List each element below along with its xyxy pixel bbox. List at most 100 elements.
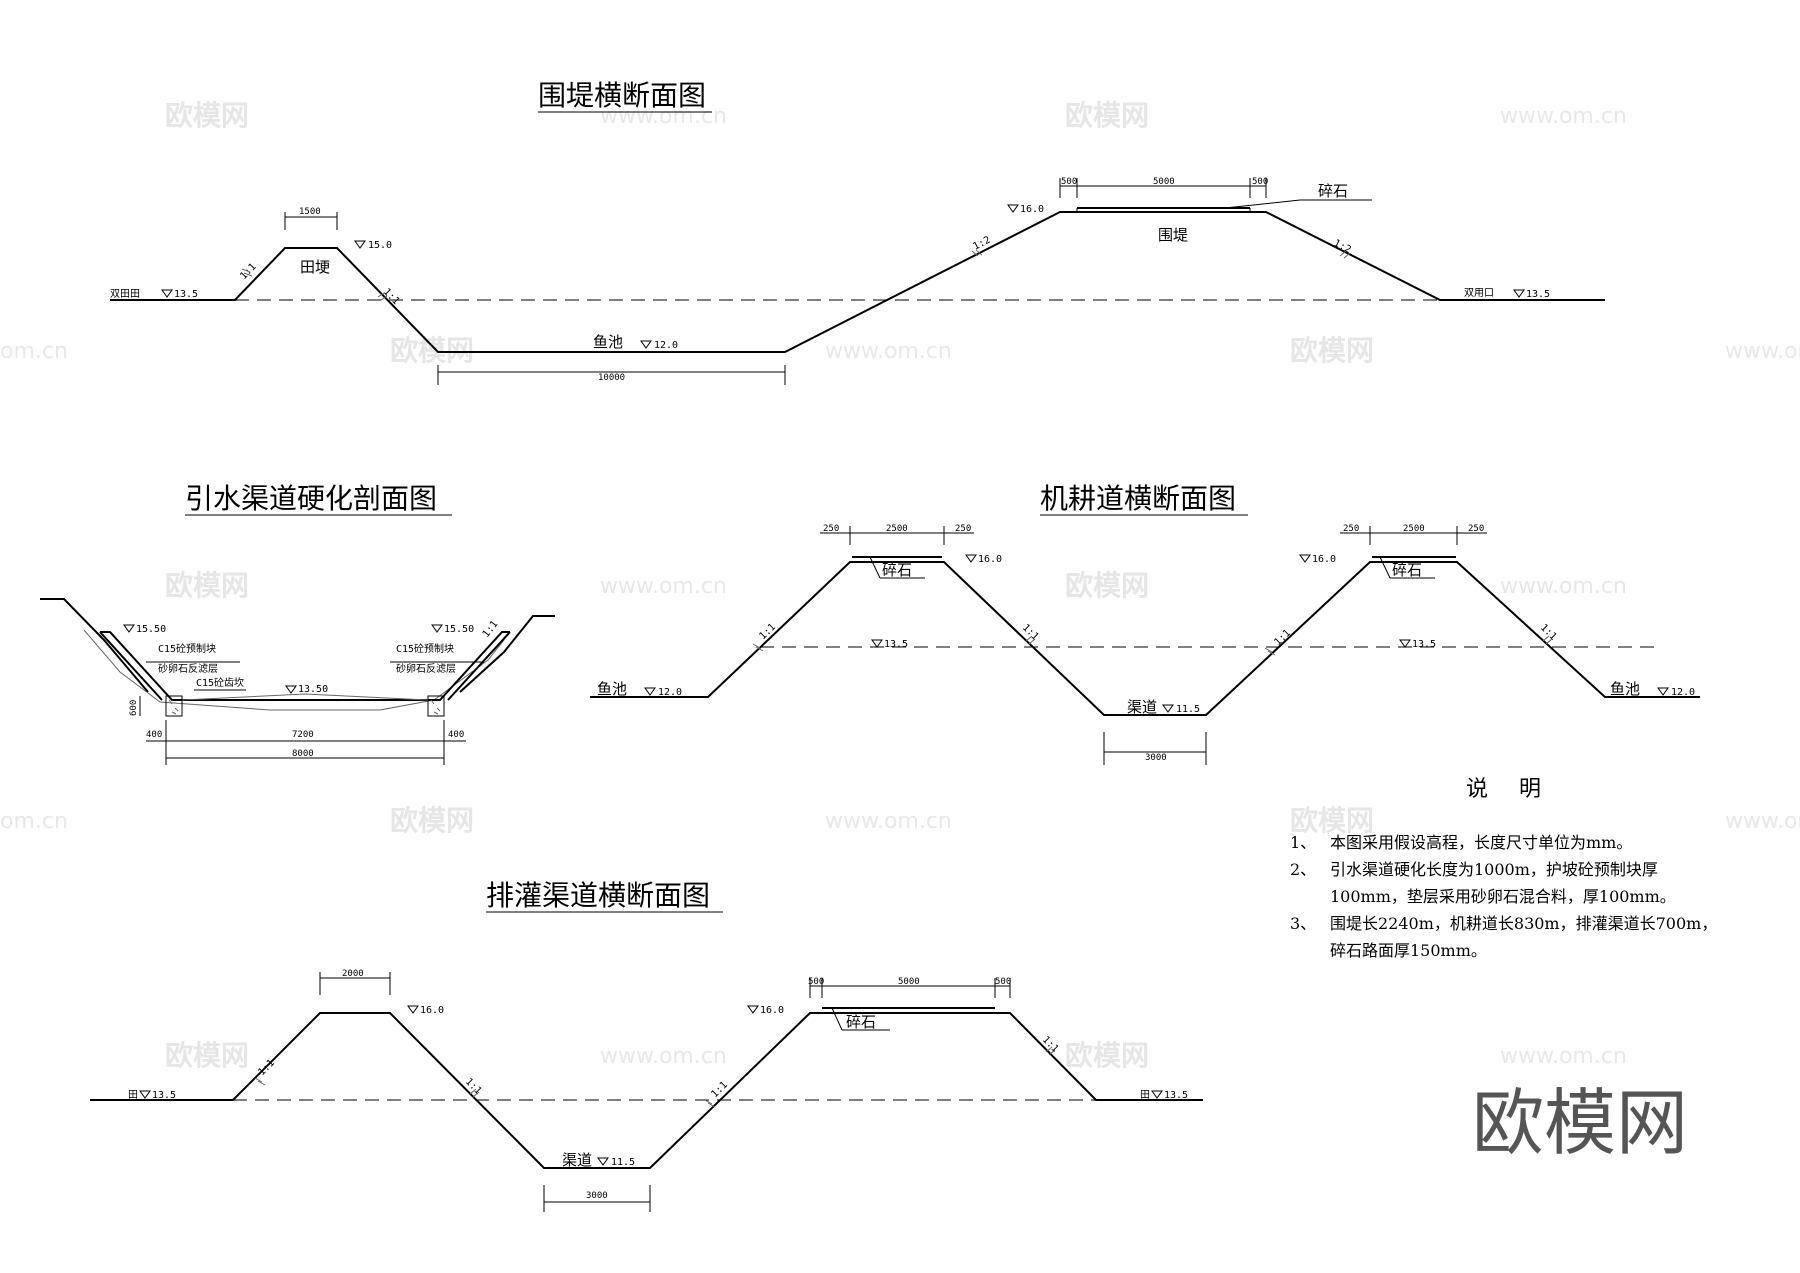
fish-pond-label: 鱼池	[593, 333, 623, 351]
elevation-marker	[1151, 1090, 1163, 1099]
drainage-profile	[90, 1012, 1203, 1169]
dim-text: 500	[995, 977, 1011, 987]
watermark-layer: 欧模网 www.om.cn 欧模网 www.om.cn om.cn 欧模网 ww…	[0, 99, 1800, 1072]
watermark-logo: 欧模网	[1290, 334, 1374, 367]
slope-label: 1:2	[971, 235, 992, 253]
drainage-title: 排灌渠道横断面图	[486, 879, 710, 912]
elevation-text: 12.0	[654, 340, 678, 351]
slope-label: 1:1	[1020, 622, 1041, 642]
watermark-url: om.cn	[0, 339, 68, 364]
canal-label: 渠道	[1127, 698, 1157, 716]
elevation-marker	[123, 624, 135, 633]
channel-lining-title: 引水渠道硬化剖面图	[185, 482, 437, 515]
slope-label: 1:1	[381, 286, 401, 307]
embankment-title: 围堤横断面图	[538, 79, 706, 112]
watermark-url: www.om.cn	[600, 104, 727, 129]
watermark-url: om.cn	[0, 809, 68, 834]
dim-text: 3000	[586, 1191, 608, 1201]
gravel-label: 碎石	[882, 561, 912, 579]
watermark-url: www.om.cn	[1500, 1044, 1627, 1069]
slope-hatch	[254, 1046, 1056, 1108]
elevation-text: 11.5	[1176, 704, 1200, 715]
dim-text: 250	[1468, 524, 1484, 534]
elevation-text: 12.0	[658, 687, 682, 698]
watermark-url: www.om.cn	[1725, 809, 1800, 834]
precast-block-label: C15砼预制块	[158, 642, 216, 655]
dim-text: 250	[1343, 524, 1359, 534]
dim-text: 500	[808, 977, 824, 987]
canal-label: 渠道	[562, 1151, 592, 1169]
lining-inner-left	[99, 631, 163, 701]
watermark-logo: 欧模网	[390, 334, 474, 367]
toe-block-label: C15砼齿坎	[196, 676, 244, 689]
elevation-text: 11.5	[611, 1157, 635, 1168]
watermark-logo: 欧模网	[165, 569, 249, 602]
slope-hatch	[752, 635, 1553, 656]
watermark-logo: 欧模网	[1065, 99, 1149, 132]
slope-label: 1:1	[1272, 628, 1293, 648]
farmland-label: 双用口	[1464, 287, 1494, 299]
drainage-section: 排灌渠道横断面图 2000 500 5000 500 碎石 田 13.5 16.…	[90, 879, 1203, 1212]
dim-text: 2500	[1403, 524, 1425, 534]
embankment-profile	[110, 211, 1605, 353]
note-text: 碎石路面厚150mm。	[1330, 941, 1487, 960]
slope-label: 1:1	[757, 622, 778, 642]
note-text: 围堤长2240m，机耕道长830m，排灌渠道长700m，	[1330, 914, 1717, 933]
farmland-label: 田	[128, 1090, 138, 1101]
leader-line	[1224, 199, 1301, 209]
slope-label: 1:1	[709, 1080, 730, 1101]
watermark-logo: 欧模网	[1065, 1039, 1149, 1072]
note-number: 2、	[1290, 860, 1316, 879]
elevation-marker	[407, 1005, 419, 1014]
elevation-marker	[747, 1005, 759, 1014]
elevation-marker	[1657, 687, 1669, 696]
tractor-road-profile	[590, 561, 1700, 716]
ridge-label: 田埂	[300, 258, 330, 276]
precast-block-label: C15砼预制块	[396, 642, 454, 655]
dim-text: 5000	[898, 977, 920, 987]
elevation-text: 13.5	[1412, 639, 1436, 650]
dim-text: 500	[1061, 177, 1077, 187]
watermark-logo: 欧模网	[165, 99, 249, 132]
watermark-logo: 欧模网	[165, 1039, 249, 1072]
elevation-marker	[597, 1157, 609, 1166]
dim-text: 10000	[598, 373, 625, 383]
elevation-text: 12.0	[1671, 687, 1695, 698]
note-text: 引水渠道硬化长度为1000m，护坡砼预制块厚	[1330, 860, 1658, 879]
elevation-text: 16.0	[420, 1005, 444, 1016]
farmland-label: 田	[1140, 1090, 1150, 1101]
dim-text: 8000	[292, 749, 314, 759]
gravel-label: 碎石	[1392, 561, 1422, 579]
elevation-text: 16.0	[1020, 204, 1044, 215]
dim-text: 1500	[299, 207, 321, 217]
elevation-marker	[965, 554, 977, 563]
note-number: 1、	[1290, 833, 1316, 852]
dim-text: 400	[448, 730, 464, 740]
elevation-marker	[871, 639, 883, 648]
watermark-logo-large: 欧模网	[1472, 1081, 1688, 1165]
elevation-text: 16.0	[978, 554, 1002, 565]
leader-line	[831, 1007, 843, 1031]
toe-block-right	[427, 695, 445, 717]
watermark-url: www.om.cn	[1725, 339, 1800, 364]
toe-block-hatch	[168, 699, 441, 715]
embankment-section: 围堤横断面图 1500 10000 500 5000 500 碎石 双田田	[110, 79, 1605, 385]
fish-pond-label: 鱼池	[1610, 680, 1640, 698]
elevation-text: 15.0	[368, 240, 392, 251]
elevation-marker	[1007, 204, 1019, 213]
tractor-road-section: 机耕道横断面图 250 2500 250 250 2500 250 碎石 碎石 …	[590, 482, 1700, 765]
elevation-text: 13.5	[1164, 1090, 1188, 1101]
filter-layer-label: 砂卵石反滤层	[158, 662, 218, 675]
slope-label: 1:1	[1040, 1034, 1061, 1055]
elevation-text: 16.0	[1312, 554, 1336, 565]
elevation-text: 13.50	[298, 684, 328, 695]
note-number: 3、	[1290, 914, 1316, 933]
dim-text: 250	[955, 524, 971, 534]
elevation-text: 13.5	[152, 1090, 176, 1101]
dim-text: 400	[146, 730, 162, 740]
ground-left	[40, 598, 149, 693]
watermark-url: www.om.cn	[1500, 574, 1627, 599]
toe-block-left	[165, 695, 183, 717]
dim-text: 500	[1252, 177, 1268, 187]
